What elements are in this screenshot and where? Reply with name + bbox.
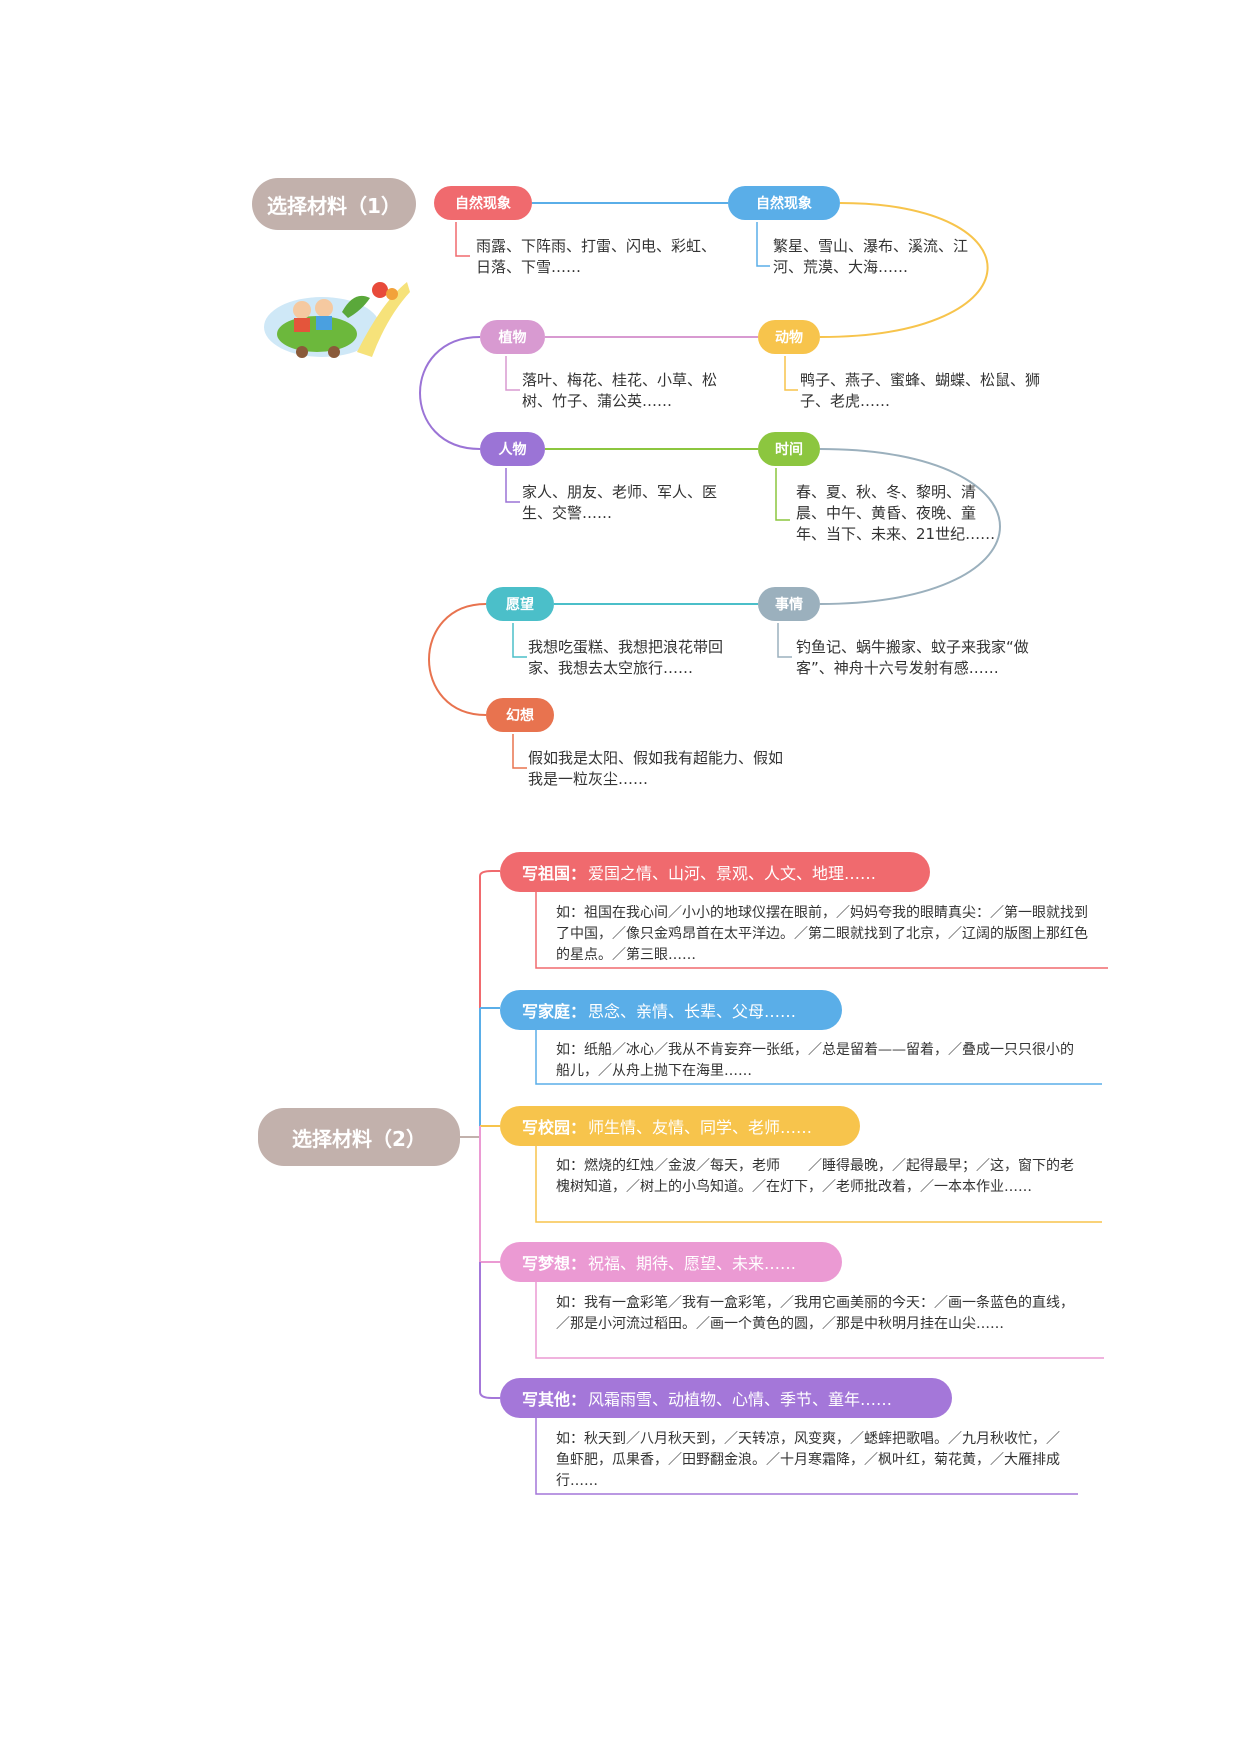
branch-motherland-example: 如：祖国在我心间／小小的地球仪摆在眼前，／妈妈夸我的眼睛真尖：／第一眼就找到了中…	[556, 905, 1088, 963]
node-fantasy: 幻想	[486, 698, 554, 732]
branch-other-topics: 风霜雨雪、动植物、心情、季节、童年……	[588, 1390, 893, 1409]
branch-family-topics: 思念、亲情、长辈、父母……	[588, 1002, 797, 1021]
branch-other-head: 写其他：	[522, 1390, 587, 1409]
branch-dreams-example: 如：我有一盒彩笔／我有一盒彩笔，／我用它画美丽的今天：／画一条蓝色的直线，／那是…	[556, 1295, 1074, 1332]
branch-school: 写校园： 师生情、友情、同学、老师……	[500, 1106, 860, 1146]
node-natural-phenomena-2-text: 繁星、雪山、瀑布、溪流、江河、荒漠、大海……	[773, 237, 969, 276]
branch-family-example: 如：纸船／冰心／我从不肯妄弃一张纸，／总是留着——留着，／叠成一只只很小的船儿，…	[556, 1042, 1074, 1079]
root-node-part2: 选择材料（2）	[258, 1108, 460, 1166]
node-plants: 植物	[480, 320, 545, 354]
node-events-text: 钓鱼记、蜗牛搬家、蚊子来我家“做客”、神舟十六号发射有感……	[796, 638, 1029, 677]
node-natural-phenomena-1-text: 雨露、下阵雨、打雷、闪电、彩虹、日落、下雪……	[476, 237, 717, 276]
node-people: 人物	[480, 432, 545, 466]
node-people-text: 家人、朋友、老师、军人、医生、交警……	[522, 483, 718, 522]
branch-motherland: 写祖国： 爱国之情、山河、景观、人文、地理……	[500, 852, 930, 892]
branch-other-example: 如：秋天到／八月秋天到，／天转凉，风变爽，／蟋蟀把歌唱。／九月秋收忙，／鱼虾肥，…	[556, 1431, 1060, 1489]
node-animals: 动物	[758, 320, 820, 354]
illustration	[262, 272, 412, 362]
branch-dreams-topics: 祝福、期待、愿望、未来……	[588, 1254, 797, 1273]
node-wishes-text: 我想吃蛋糕、我想把浪花带回家、我想去太空旅行……	[528, 638, 724, 677]
node-wishes: 愿望	[486, 587, 554, 621]
branch-motherland-topics: 爱国之情、山河、景观、人文、地理……	[588, 864, 877, 883]
node-time-text: 春、夏、秋、冬、黎明、清晨、中午、黄昏、夜晚、童年、当下、未来、21世纪……	[796, 483, 996, 543]
node-animals-text: 鸭子、燕子、蜜蜂、蝴蝶、松鼠、狮子、老虎……	[800, 371, 1041, 410]
branch-family: 写家庭： 思念、亲情、长辈、父母……	[500, 990, 842, 1030]
node-natural-phenomena-1: 自然现象	[434, 186, 532, 220]
branch-school-example: 如：燃烧的红烛／金波／每天，老师 ／睡得最晚，／起得最早；／这，窗下的老槐树知道…	[556, 1158, 1074, 1195]
branch-family-head: 写家庭：	[522, 1002, 587, 1021]
branch-school-head: 写校园：	[522, 1118, 587, 1137]
branch-other: 写其他： 风霜雨雪、动植物、心情、季节、童年……	[500, 1378, 952, 1418]
branch-school-topics: 师生情、友情、同学、老师……	[588, 1118, 813, 1137]
branch-dreams: 写梦想： 祝福、期待、愿望、未来……	[500, 1242, 842, 1282]
node-events: 事情	[758, 587, 820, 621]
node-natural-phenomena-2: 自然现象	[728, 186, 840, 220]
branch-dreams-head: 写梦想：	[522, 1254, 587, 1273]
node-plants-text: 落叶、梅花、桂花、小草、松树、竹子、蒲公英……	[522, 371, 718, 410]
node-fantasy-text: 假如我是太阳、假如我有超能力、假如我是一粒灰尘……	[528, 749, 784, 788]
node-time: 时间	[758, 432, 820, 466]
kids-reading-illustration-icon	[264, 282, 410, 358]
root-node-part1: 选择材料（1）	[252, 178, 416, 230]
branch-motherland-head: 写祖国：	[522, 864, 587, 883]
